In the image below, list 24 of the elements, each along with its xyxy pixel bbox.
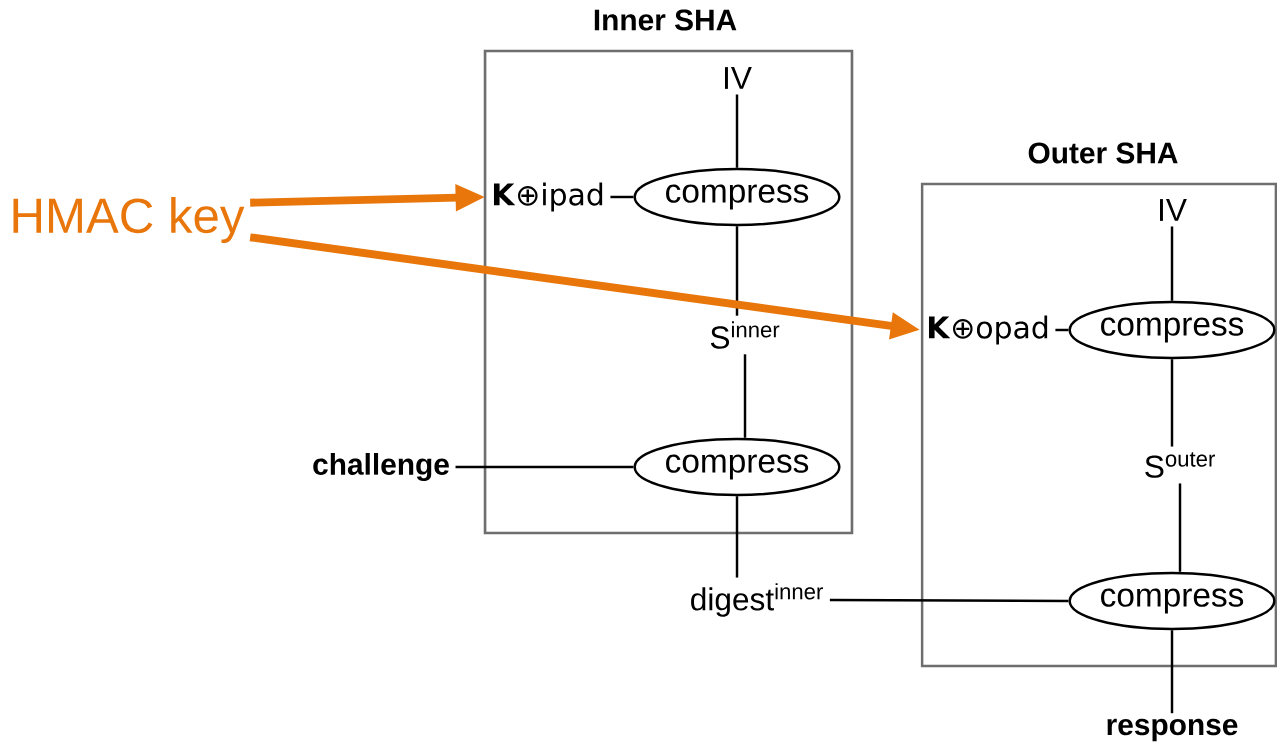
connector-line [829,598,1069,603]
key-label: HMAC key [13,197,245,243]
connector-line [735,94,739,168]
connector-line [743,354,747,438]
signal-label: IV [725,67,752,89]
connector-line [1055,328,1069,332]
node-label: Outer SHA [1028,142,1178,164]
connector-line [1170,630,1174,714]
signal-label: S$^{inner}$ [710,321,780,349]
io-label: response [1107,718,1238,742]
signal-label: digest$^{inner}$ [691,583,823,617]
node-label: Inner SHA [594,9,737,31]
connector-line [610,195,634,199]
connector-line [455,465,634,469]
signal-label: K⊕ipad [493,182,603,212]
io-label: challenge [313,453,449,481]
connector-line [1170,359,1174,447]
signal-label: S$^{outer}$ [1145,452,1215,478]
connector-line [735,226,739,316]
connector-line [1178,483,1182,572]
signal-label: IV [1160,199,1187,221]
signal-label: K⊕opad [929,315,1048,345]
connector-line [1170,226,1174,301]
connector-line [735,496,739,578]
